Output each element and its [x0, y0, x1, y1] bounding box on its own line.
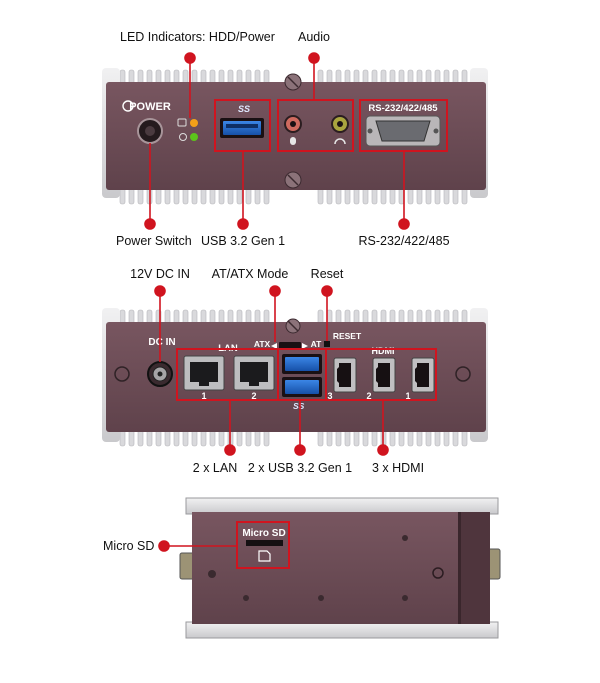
power-symbol-icon — [122, 100, 134, 112]
screw-slot-icon — [287, 174, 299, 186]
heatsink-fins-bottom — [119, 185, 468, 205]
screw-slot-icon — [287, 76, 299, 88]
hdmi-port-1[interactable] — [411, 357, 435, 393]
power-printed-label: POWER — [129, 101, 171, 113]
callout-serial: RS-232/422/485 — [358, 234, 450, 248]
callout-audio: Audio — [298, 30, 330, 44]
callout-micro-sd: Micro SD — [103, 539, 155, 553]
hdmi-port-number: 3 — [327, 391, 332, 401]
dc-in-printed-label: DC IN — [148, 337, 175, 348]
screw-icon — [208, 570, 216, 578]
mic-jack-hole — [290, 121, 296, 127]
microphone-icon — [290, 137, 296, 145]
usb-ss-logo: SS — [238, 104, 250, 114]
lan-port-1-socket — [190, 362, 218, 382]
reset-printed-label: RESET — [333, 331, 362, 341]
screw-icon — [432, 567, 444, 579]
serial-screw-left — [367, 128, 373, 134]
arrow-right-icon — [302, 343, 308, 349]
serial-printed-label: RS-232/422/485 — [368, 103, 438, 114]
screw-icon — [243, 595, 249, 601]
callout-atx-mode: AT/ATX Mode — [211, 267, 289, 281]
rail-bottom — [185, 621, 499, 639]
thumbscrew-left — [179, 552, 195, 580]
usb-port-tongue — [226, 124, 258, 128]
micro-sd-highlight-box — [236, 521, 290, 569]
serial-screw-right — [433, 128, 439, 134]
mount-hole-left — [114, 366, 130, 382]
rail-top — [185, 497, 499, 515]
panel3-callout-lines — [158, 540, 237, 552]
power-led-indicator — [190, 133, 198, 141]
sd-card-icon — [258, 550, 271, 562]
callout-usb-dual: 2 x USB 3.2 Gen 1 — [247, 461, 353, 475]
callout-hdmi: 3 x HDMI — [371, 461, 425, 475]
panel2-callout-lines — [154, 285, 389, 456]
callout-dc-in: 12V DC IN — [130, 267, 190, 281]
screw-icon — [318, 595, 324, 601]
micro-sd-slot[interactable] — [246, 540, 283, 546]
usb-ss-logo: SS — [293, 401, 305, 411]
dc-in-jack-pin — [157, 371, 163, 377]
callout-power-switch: Power Switch — [116, 234, 192, 248]
headphone-icon — [334, 138, 346, 145]
usb-port-upper[interactable] — [285, 357, 319, 371]
power-switch-center — [145, 126, 155, 136]
lan-port-1-clip — [199, 382, 209, 386]
lan-port-number: 2 — [251, 391, 256, 401]
hdmi-highlight-box — [325, 348, 437, 401]
mount-hole-right — [455, 366, 471, 382]
lan-port-2-socket — [240, 362, 268, 382]
hdd-led-indicator — [190, 119, 198, 127]
arrow-left-icon — [271, 343, 277, 349]
screw-icon — [402, 595, 408, 601]
callout-reset: Reset — [310, 267, 344, 281]
atx-printed-label: ATX — [254, 339, 271, 349]
callout-lan: 2 x LAN — [192, 461, 238, 475]
hdd-symbol-icon — [177, 118, 187, 127]
at-atx-mode-switch[interactable] — [279, 342, 301, 349]
hdmi-printed-label: HDMI — [372, 346, 395, 356]
side-panel-device: Micro SD — [179, 497, 501, 639]
power-led-symbol-icon — [179, 133, 187, 141]
front-faceplate — [106, 82, 486, 190]
reset-button[interactable] — [324, 341, 330, 347]
lan-port-number: 1 — [201, 391, 206, 401]
lan-port-2-clip — [249, 382, 259, 386]
callout-led-indicators: LED Indicators: HDD/Power — [120, 30, 275, 44]
line-out-jack-hole — [337, 121, 343, 127]
hdmi-port-number: 1 — [405, 391, 410, 401]
screw-icon — [402, 535, 408, 541]
front-panel-device: POWER SS RS-232/422/485 — [102, 68, 488, 205]
at-printed-label: AT — [311, 339, 323, 349]
panel1-callout-lines — [144, 52, 410, 230]
usb-port-lower[interactable] — [285, 380, 319, 394]
hdmi-port-number: 2 — [366, 391, 371, 401]
side-body-seam — [458, 512, 461, 624]
audio-highlight-box — [277, 99, 354, 152]
side-body-end — [460, 512, 490, 624]
serial-db9-port[interactable] — [375, 120, 431, 142]
rear-panel-device: DC IN LAN 1 2 ATX AT RESET SS HDMI — [102, 308, 488, 447]
callout-usb: USB 3.2 Gen 1 — [200, 234, 286, 248]
side-body — [192, 512, 460, 624]
hdmi-port-2[interactable] — [372, 357, 396, 393]
screw-slot-icon — [287, 320, 299, 332]
micro-sd-printed-label: Micro SD — [242, 528, 285, 539]
hdmi-port-3[interactable] — [333, 357, 357, 393]
